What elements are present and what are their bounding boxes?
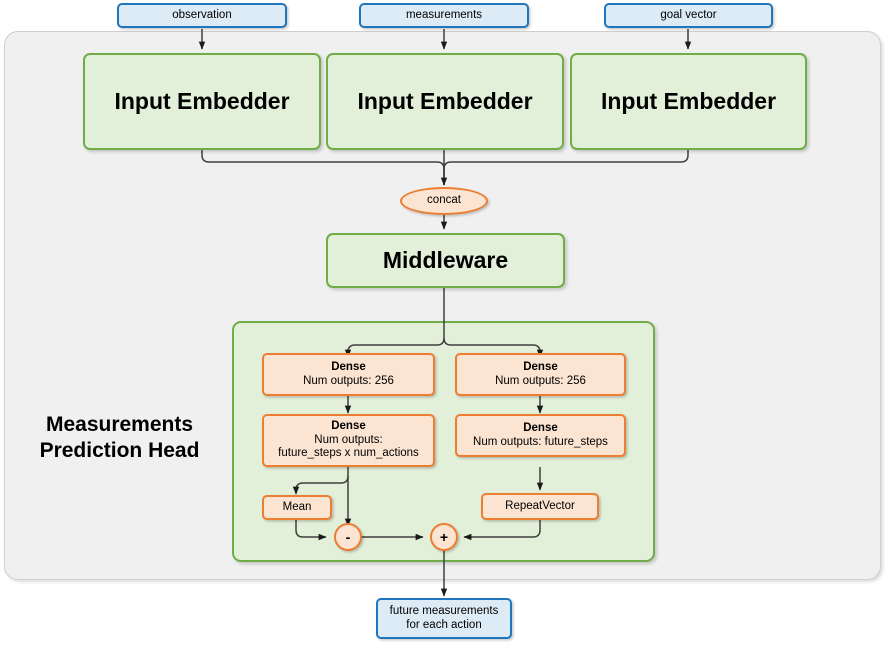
mean-box[interactable]: Mean (262, 495, 332, 520)
add-operator[interactable]: + (430, 523, 458, 551)
concat-node[interactable]: concat (400, 187, 488, 215)
middleware-box[interactable]: Middleware (326, 233, 565, 288)
left-dense-1-outputs: Num outputs: 256 (303, 374, 394, 387)
concat-label: concat (427, 194, 461, 207)
subtract-operator-label: - (345, 528, 351, 545)
right-dense-2-outputs: Num outputs: future_steps (473, 435, 608, 448)
add-operator-label: + (439, 528, 449, 545)
subtract-operator[interactable]: - (334, 523, 362, 551)
repeat-vector-box[interactable]: RepeatVector (481, 493, 599, 520)
input-embedder-goal-vector-label: Input Embedder (600, 87, 777, 114)
input-box-observation-label: observation (172, 8, 232, 21)
input-embedder-measurements[interactable]: Input Embedder (326, 53, 564, 150)
right-dense-1-title: Dense (523, 360, 558, 373)
right-dense-1-outputs: Num outputs: 256 (495, 374, 586, 387)
input-embedder-measurements-label: Input Embedder (357, 87, 533, 114)
output-box-future-measurements[interactable]: future measurements for each action (376, 598, 512, 639)
input-box-measurements[interactable]: measurements (359, 3, 529, 28)
right-dense-2[interactable]: Dense Num outputs: future_steps (455, 414, 626, 457)
left-dense-2-title: Dense (331, 420, 366, 433)
head-label-line1: Measurements (45, 413, 194, 436)
left-dense-1-title: Dense (331, 360, 366, 373)
middleware-label: Middleware (382, 246, 509, 273)
input-embedder-observation-label: Input Embedder (114, 87, 290, 114)
output-box-line1: future measurements (389, 604, 499, 617)
output-box-line2: for each action (406, 618, 482, 631)
input-box-goal-vector-label: goal vector (660, 8, 717, 21)
right-dense-1[interactable]: Dense Num outputs: 256 (455, 353, 626, 396)
left-dense-2[interactable]: Dense Num outputs: future_steps x num_ac… (262, 414, 435, 467)
input-box-observation[interactable]: observation (117, 3, 287, 28)
repeat-vector-label: RepeatVector (505, 499, 575, 512)
left-dense-1[interactable]: Dense Num outputs: 256 (262, 353, 435, 396)
input-embedder-observation[interactable]: Input Embedder (83, 53, 321, 150)
left-dense-2-outputs-line1: Num outputs: (314, 433, 383, 446)
input-box-measurements-label: measurements (405, 8, 483, 21)
input-embedder-goal-vector[interactable]: Input Embedder (570, 53, 807, 150)
mean-label: Mean (282, 500, 312, 513)
right-dense-2-title: Dense (523, 421, 558, 434)
input-box-goal-vector[interactable]: goal vector (604, 3, 773, 28)
measurements-prediction-head-label: Measurements Prediction Head (17, 412, 222, 463)
left-dense-2-outputs-line2: future_steps x num_actions (278, 447, 419, 460)
head-label-line2: Prediction Head (39, 438, 200, 462)
